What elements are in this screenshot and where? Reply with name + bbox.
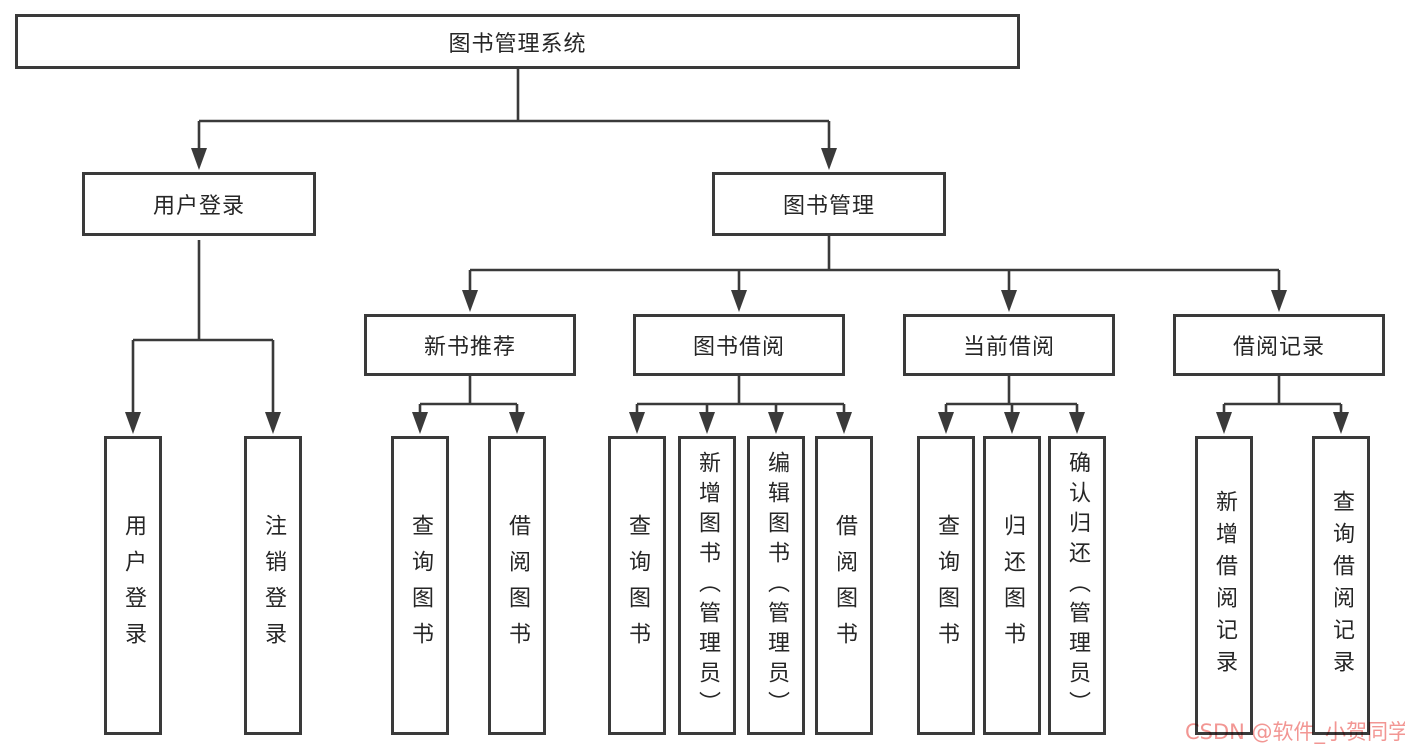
leaf-logout: 注销登录 bbox=[244, 436, 302, 735]
node-label: 新书推荐 bbox=[423, 335, 516, 360]
leaf-query-books-current: 查询图书 bbox=[917, 436, 975, 735]
node-label: 查询图书 bbox=[625, 513, 650, 658]
node-book-management-system: 图书管理系统 bbox=[15, 14, 1020, 69]
node-label: 借阅图书 bbox=[505, 513, 530, 658]
node-label: 查询借阅记录 bbox=[1329, 489, 1354, 682]
node-user-login: 用户登录 bbox=[82, 172, 316, 236]
node-label: 用户登录 bbox=[121, 513, 146, 658]
node-label: 图书借阅 bbox=[692, 335, 785, 360]
node-label: 编辑图书（管理员） bbox=[764, 450, 789, 721]
node-label: 确认归还（管理员） bbox=[1065, 450, 1090, 721]
leaf-return-books: 归还图书 bbox=[983, 436, 1041, 735]
leaf-add-book-admin: 新增图书（管理员） bbox=[678, 436, 736, 735]
node-label: 图书管理系统 bbox=[448, 31, 587, 57]
leaf-query-books-borrowing: 查询图书 bbox=[608, 436, 666, 735]
node-label: 归还图书 bbox=[1000, 513, 1025, 658]
node-label: 用户登录 bbox=[152, 194, 245, 219]
node-label: 注销登录 bbox=[261, 513, 286, 658]
node-label: 新增借阅记录 bbox=[1212, 489, 1237, 682]
node-book-management: 图书管理 bbox=[712, 172, 946, 236]
leaf-user-login: 用户登录 bbox=[104, 436, 162, 735]
node-label: 查询图书 bbox=[934, 513, 959, 658]
node-label: 新增图书（管理员） bbox=[695, 450, 720, 721]
node-label: 当前借阅 bbox=[962, 335, 1055, 360]
node-current-borrowing: 当前借阅 bbox=[903, 314, 1115, 376]
leaf-query-borrow-record: 查询借阅记录 bbox=[1312, 436, 1370, 735]
node-label: 图书管理 bbox=[782, 194, 875, 219]
leaf-borrow-books-recommend: 借阅图书 bbox=[488, 436, 546, 735]
leaf-confirm-return-admin: 确认归还（管理员） bbox=[1048, 436, 1106, 735]
leaf-add-borrow-record: 新增借阅记录 bbox=[1195, 436, 1253, 735]
node-label: 借阅图书 bbox=[832, 513, 857, 658]
leaf-query-books-recommend: 查询图书 bbox=[391, 436, 449, 735]
node-book-borrowing: 图书借阅 bbox=[633, 314, 845, 376]
csdn-watermark: CSDN @软件_小贺同学 bbox=[1185, 720, 1405, 744]
leaf-borrow-books-borrowing: 借阅图书 bbox=[815, 436, 873, 735]
node-borrowing-records: 借阅记录 bbox=[1173, 314, 1385, 376]
node-label: 查询图书 bbox=[408, 513, 433, 658]
node-label: 借阅记录 bbox=[1232, 335, 1325, 360]
node-new-book-recommendation: 新书推荐 bbox=[364, 314, 576, 376]
leaf-edit-book-admin: 编辑图书（管理员） bbox=[747, 436, 805, 735]
